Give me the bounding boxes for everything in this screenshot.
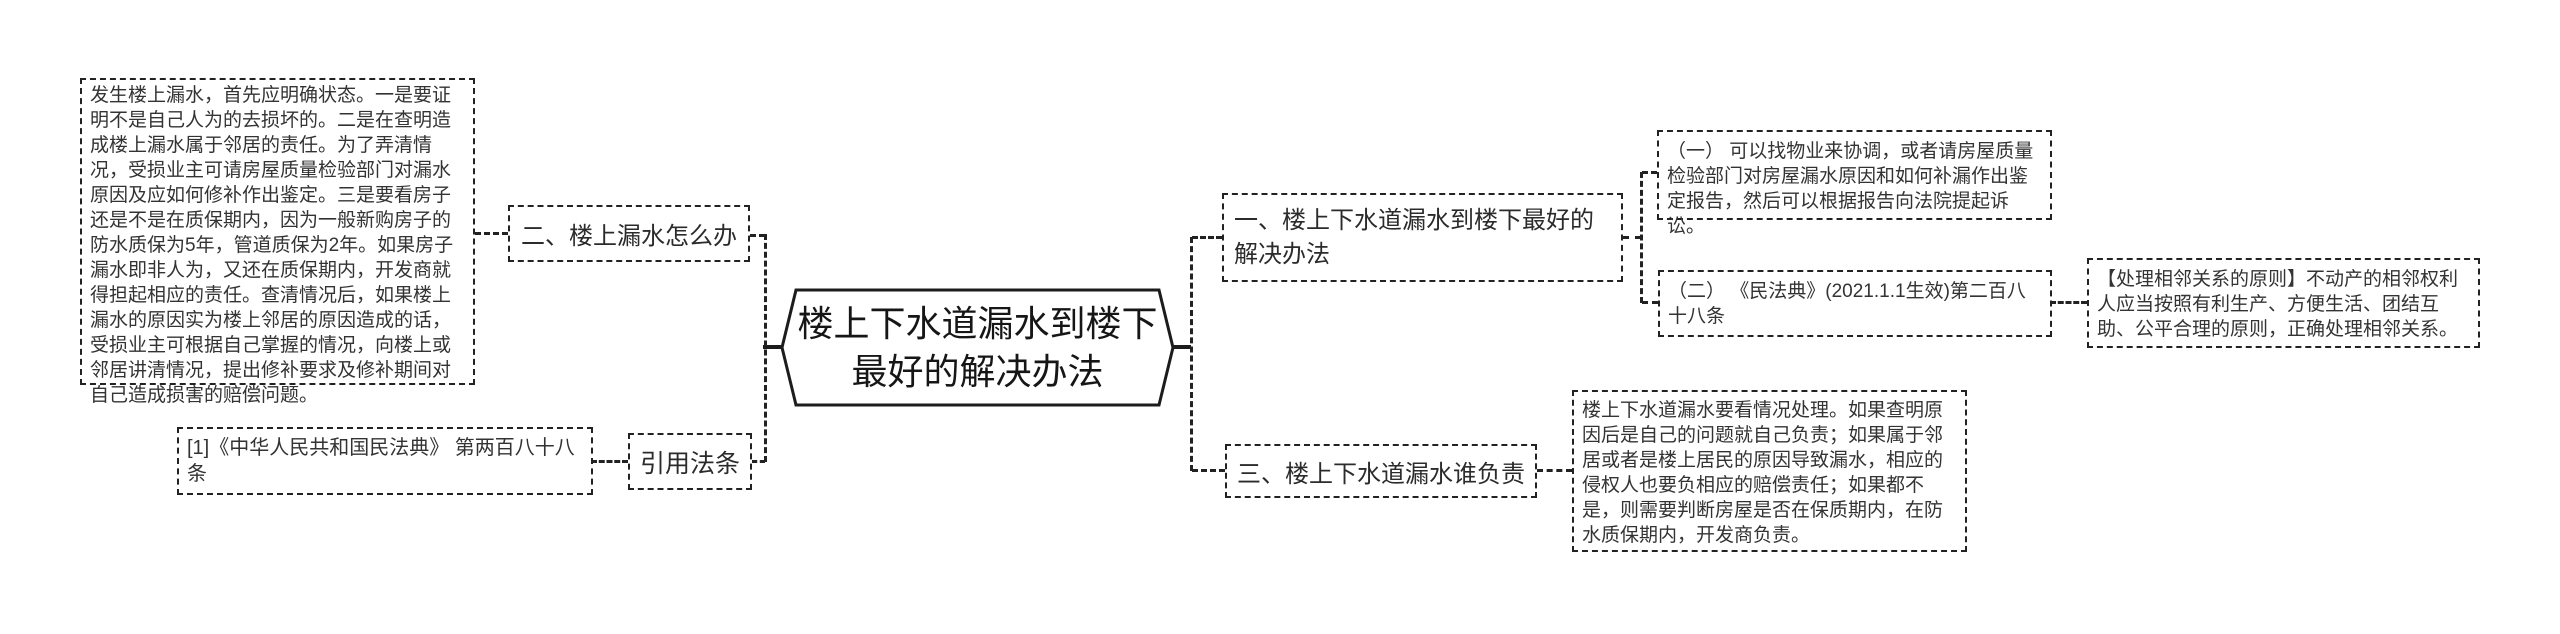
- note-civil-code-citation[interactable]: [1]《中华人民共和国民法典》 第两百八十八条: [177, 427, 593, 495]
- connector-spine-right: [1190, 237, 1193, 471]
- connector-spine-left: [764, 234, 767, 462]
- connector-note-to-topic2: [475, 232, 508, 235]
- node-cited-law[interactable]: 引用法条: [628, 433, 752, 490]
- connector-spine-to-topic1: [1192, 236, 1222, 239]
- node-who-is-responsible[interactable]: 三、楼上下水道漏水谁负责: [1225, 444, 1537, 498]
- node-how-to-handle-upstairs-leak[interactable]: 二、楼上漏水怎么办: [508, 205, 750, 262]
- connector-tick-left: [763, 345, 781, 349]
- central-topic-node[interactable]: 楼上下水道漏水到楼下最好的解决办法: [780, 288, 1175, 407]
- central-topic-label: 楼上下水道漏水到楼下最好的解决办法: [797, 302, 1158, 392]
- connector-tick-right: [1173, 345, 1191, 349]
- connector-topic2-to-spine: [750, 234, 765, 237]
- note-solution-step-2[interactable]: （二） 《民法典》(2021.1.1生效)第二百八十八条: [1658, 270, 2052, 337]
- connector-citedlaw-to-spine: [752, 460, 765, 463]
- hexagon-shape: [780, 288, 1175, 407]
- connector-detail2-to-principle: [2050, 301, 2087, 304]
- connector-topic1-to-subspine: [1623, 236, 1641, 239]
- connector-subspine-to-detail2: [1642, 301, 1658, 304]
- note-upstairs-leak-handling[interactable]: 发生楼上漏水，首先应明确状态。一是要证明不是自己人为的去损坏的。二是在查明造成楼…: [80, 78, 475, 406]
- note-solution-step-1[interactable]: （一） 可以找物业来协调，或者请房屋质量检验部门对房屋漏水原因和如何补漏作出鉴定…: [1657, 130, 2052, 237]
- connector-citation-to-citedlaw: [591, 460, 628, 463]
- node-best-solution[interactable]: 一、楼上下水道漏水到楼下最好的解决办法: [1222, 193, 1623, 282]
- connector-topic3-to-note: [1537, 469, 1572, 472]
- connector-spine-right-sub: [1640, 172, 1643, 303]
- note-responsibility-explanation[interactable]: 楼上下水道漏水要看情况处理。如果查明原因后是自己的问题就自己负责；如果属于邻居或…: [1572, 390, 1967, 552]
- connector-spine-to-topic3: [1192, 469, 1225, 472]
- connector-subspine-to-detail1: [1642, 171, 1657, 174]
- note-neighbor-relations-principle[interactable]: 【处理相邻关系的原则】不动产的相邻权利人应当按照有利生产、方便生活、团结互助、公…: [2087, 258, 2480, 348]
